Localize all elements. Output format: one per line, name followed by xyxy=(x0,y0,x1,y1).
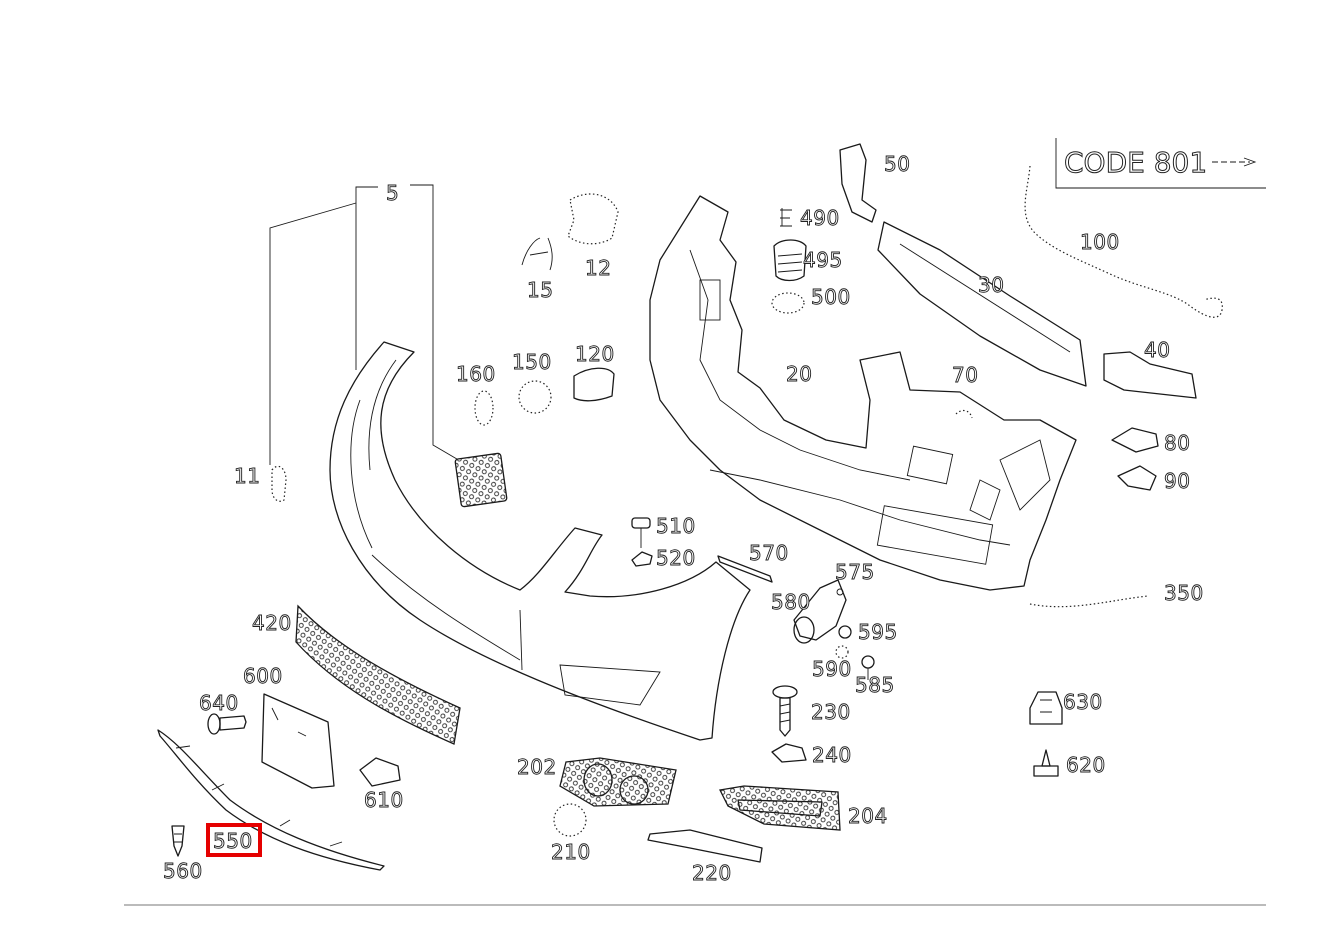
part-420-grille[interactable] xyxy=(295,604,461,745)
leader-lines-5 xyxy=(269,184,463,465)
callout-150[interactable]: 150 xyxy=(512,350,552,375)
part-30-absorber[interactable] xyxy=(877,221,1087,387)
callout-520[interactable]: 520 xyxy=(656,546,696,571)
part-595-nut[interactable] xyxy=(838,625,852,639)
callout-500[interactable]: 500 xyxy=(811,285,851,310)
callout-80[interactable]: 80 xyxy=(1164,431,1191,456)
callout-550-highlight xyxy=(206,823,262,857)
callout-15[interactable]: 15 xyxy=(527,278,554,303)
callout-610[interactable]: 610 xyxy=(364,788,404,813)
part-80[interactable] xyxy=(1111,427,1159,453)
part-350-wire[interactable] xyxy=(1029,595,1149,608)
code-801-box[interactable]: CODE 801 xyxy=(1055,138,1266,189)
callout-90[interactable]: 90 xyxy=(1164,469,1191,494)
code-801-label: CODE 801 xyxy=(1064,146,1207,179)
part-50[interactable] xyxy=(839,143,877,223)
part-90[interactable] xyxy=(1117,465,1157,491)
callout-570[interactable]: 570 xyxy=(749,541,789,566)
part-202-fog-grille[interactable] xyxy=(559,757,677,807)
callout-220[interactable]: 220 xyxy=(692,861,732,886)
callout-100[interactable]: 100 xyxy=(1080,230,1120,255)
part-510-bolt[interactable] xyxy=(631,517,651,548)
part-590-washer[interactable] xyxy=(835,645,849,659)
part-11[interactable] xyxy=(271,465,287,502)
part-640-screw[interactable] xyxy=(207,713,247,735)
part-520-clip[interactable] xyxy=(631,551,653,567)
callout-5[interactable]: 5 xyxy=(386,181,400,206)
part-580-bracket[interactable] xyxy=(793,579,847,644)
bumper-cover-part[interactable] xyxy=(329,341,751,741)
callout-575[interactable]: 575 xyxy=(835,560,875,585)
callout-50[interactable]: 50 xyxy=(884,152,911,177)
part-15[interactable] xyxy=(521,237,553,271)
callout-350[interactable]: 350 xyxy=(1164,581,1204,606)
callout-210[interactable]: 210 xyxy=(551,840,591,865)
part-40[interactable] xyxy=(1103,351,1197,399)
callout-20[interactable]: 20 xyxy=(786,362,813,387)
part-100-wire[interactable] xyxy=(1024,165,1223,318)
part-150[interactable] xyxy=(518,380,552,414)
callout-11[interactable]: 11 xyxy=(234,464,261,489)
part-204-grille[interactable] xyxy=(719,785,841,831)
callout-630[interactable]: 630 xyxy=(1063,690,1103,715)
bumper-frame-part-20[interactable] xyxy=(649,195,1077,591)
callout-160[interactable]: 160 xyxy=(456,362,496,387)
part-620-screw[interactable] xyxy=(1033,749,1059,777)
part-12[interactable] xyxy=(567,193,619,245)
callout-230[interactable]: 230 xyxy=(811,700,851,725)
part-230-bolt[interactable] xyxy=(772,685,798,737)
part-240-clip[interactable] xyxy=(771,743,807,763)
callout-420[interactable]: 420 xyxy=(252,611,292,636)
part-210-ring[interactable] xyxy=(553,803,587,837)
callout-550[interactable]: 550 xyxy=(213,829,253,854)
part-70[interactable] xyxy=(955,409,973,419)
callout-70[interactable]: 70 xyxy=(952,363,979,388)
part-610-clip[interactable] xyxy=(359,757,401,787)
callout-510[interactable]: 510 xyxy=(656,514,696,539)
part-160[interactable] xyxy=(474,390,494,426)
part-5-clip[interactable] xyxy=(454,452,508,508)
part-570[interactable] xyxy=(717,555,773,583)
part-500[interactable] xyxy=(771,292,805,314)
part-575[interactable] xyxy=(836,588,844,596)
callout-240[interactable]: 240 xyxy=(812,743,852,768)
part-600-plate[interactable] xyxy=(261,693,335,789)
callout-495[interactable]: 495 xyxy=(803,248,843,273)
part-550-spoiler[interactable] xyxy=(157,729,385,871)
callout-585[interactable]: 585 xyxy=(855,673,895,698)
callout-40[interactable]: 40 xyxy=(1144,338,1171,363)
callout-120[interactable]: 120 xyxy=(575,342,615,367)
part-220-strip[interactable] xyxy=(647,829,763,863)
callout-202[interactable]: 202 xyxy=(517,755,557,780)
callout-490[interactable]: 490 xyxy=(800,206,840,231)
callout-600[interactable]: 600 xyxy=(243,664,283,689)
part-630-nut[interactable] xyxy=(1029,691,1063,725)
callout-620[interactable]: 620 xyxy=(1066,753,1106,778)
callout-595[interactable]: 595 xyxy=(858,620,898,645)
part-585-screw[interactable] xyxy=(861,655,875,680)
part-560-clip[interactable] xyxy=(171,825,185,857)
part-495[interactable] xyxy=(773,239,807,282)
callout-labels: 5 11 12 15 20 30 40 50 70 80 90 100 120 … xyxy=(163,152,1204,886)
callout-590[interactable]: 590 xyxy=(812,657,852,682)
callout-204[interactable]: 204 xyxy=(848,804,888,829)
part-120[interactable] xyxy=(573,367,615,402)
callout-30[interactable]: 30 xyxy=(978,273,1005,298)
arrow-right-icon xyxy=(1212,157,1257,167)
part-490[interactable] xyxy=(780,208,792,227)
callout-12[interactable]: 12 xyxy=(585,256,612,281)
callout-560[interactable]: 560 xyxy=(163,859,203,884)
callout-640[interactable]: 640 xyxy=(199,691,239,716)
callout-580[interactable]: 580 xyxy=(771,590,811,615)
